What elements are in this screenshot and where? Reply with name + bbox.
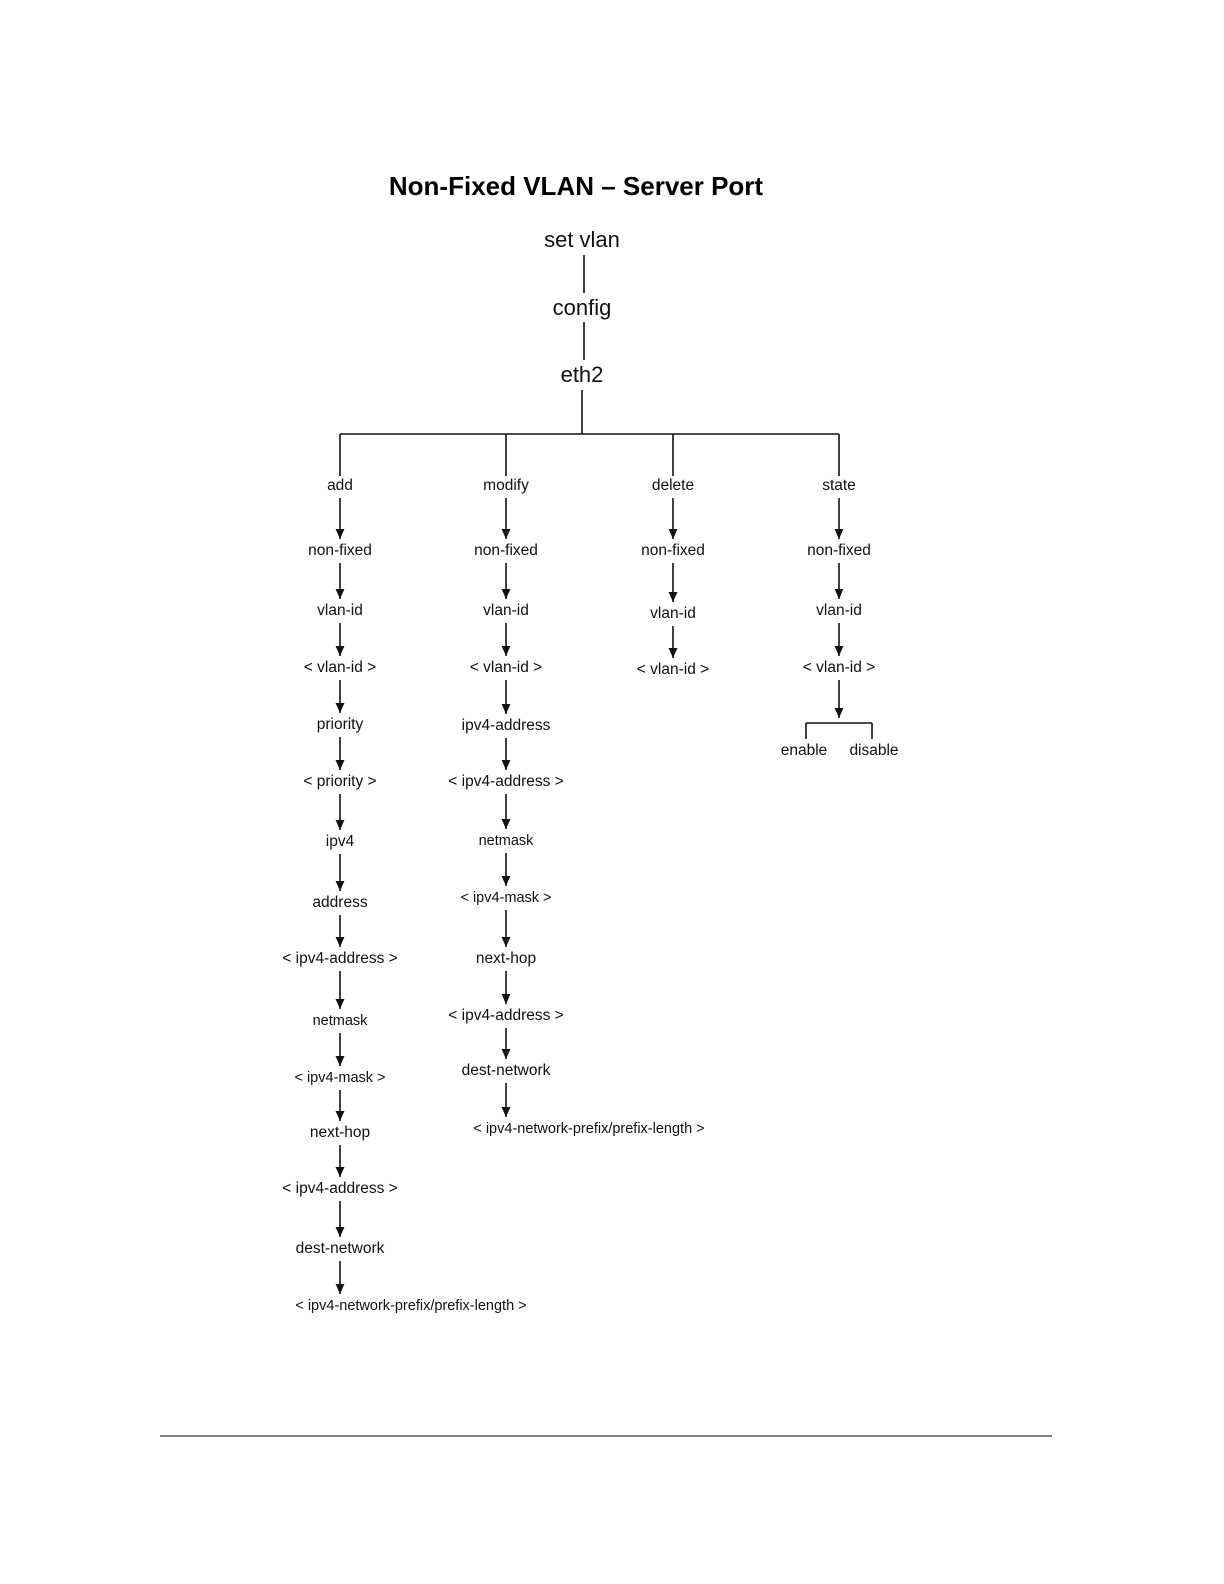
node-add-13: < ipv4-network-prefix/prefix-length > [295, 1298, 526, 1314]
node-modify-4: < ipv4-address > [448, 773, 563, 790]
branch-head-delete: delete [652, 477, 694, 494]
node-add-6: address [312, 894, 367, 911]
node-add-8: netmask [313, 1013, 369, 1029]
root-node-0: set vlan [544, 227, 620, 252]
node-modify-5: netmask [479, 833, 535, 849]
node-state-0: non-fixed [807, 542, 871, 559]
node-add-1: vlan-id [317, 602, 363, 619]
node-state-2: < vlan-id > [803, 659, 875, 676]
node-add-12: dest-network [296, 1240, 385, 1257]
node-state-1: vlan-id [816, 602, 862, 619]
node-add-10: next-hop [310, 1124, 370, 1141]
root-node-1: config [553, 295, 612, 320]
node-modify-6: < ipv4-mask > [460, 890, 551, 906]
node-delete-1: vlan-id [650, 605, 696, 622]
choice-enable: enable [781, 742, 828, 759]
node-add-11: < ipv4-address > [282, 1180, 397, 1197]
root-node-2: eth2 [561, 362, 604, 387]
node-add-0: non-fixed [308, 542, 372, 559]
node-modify-7: next-hop [476, 950, 536, 967]
node-delete-2: < vlan-id > [637, 661, 709, 678]
node-modify-2: < vlan-id > [470, 659, 542, 676]
node-add-2: < vlan-id > [304, 659, 376, 676]
node-modify-9: dest-network [462, 1062, 551, 1079]
node-add-3: priority [317, 716, 364, 733]
diagram-title: Non-Fixed VLAN – Server Port [389, 171, 764, 201]
node-modify-0: non-fixed [474, 542, 538, 559]
tree-labels: set vlan config eth2 add non-fixed vlan-id < v… [282, 227, 898, 1314]
branch-head-state: state [822, 477, 856, 494]
branch-head-modify: modify [483, 477, 529, 494]
node-modify-3: ipv4-address [462, 717, 551, 734]
node-add-5: ipv4 [326, 833, 355, 850]
branch-head-add: add [327, 477, 353, 494]
node-delete-0: non-fixed [641, 542, 705, 559]
node-modify-8: < ipv4-address > [448, 1007, 563, 1024]
node-modify-1: vlan-id [483, 602, 529, 619]
node-add-9: < ipv4-mask > [294, 1070, 385, 1086]
tree-edges [335, 255, 873, 1294]
choice-disable: disable [849, 742, 898, 759]
node-add-7: < ipv4-address > [282, 950, 397, 967]
node-add-4: < priority > [303, 773, 376, 790]
node-modify-10: < ipv4-network-prefix/prefix-length > [473, 1121, 704, 1137]
